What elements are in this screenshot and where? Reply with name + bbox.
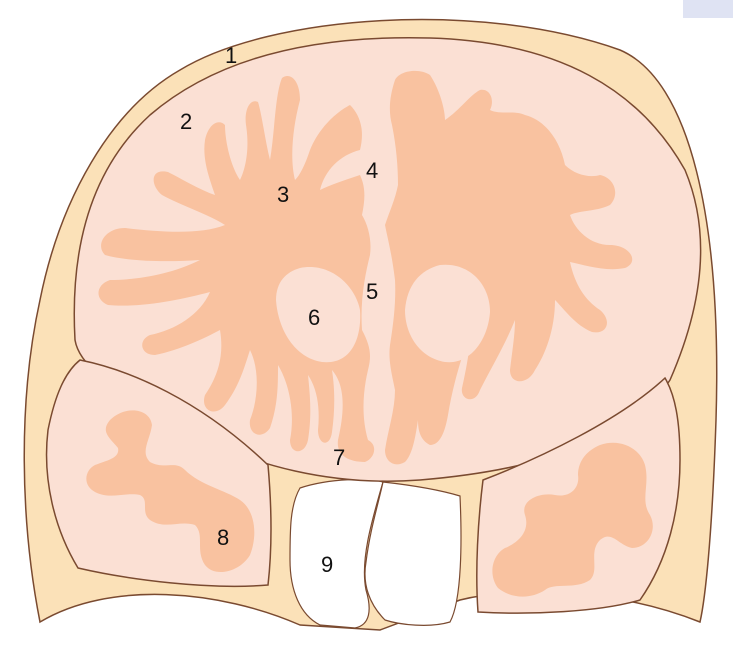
label-2: 2 — [180, 109, 192, 134]
label-6: 6 — [308, 305, 320, 330]
label-5: 5 — [366, 279, 378, 304]
label-1: 1 — [225, 43, 237, 68]
label-9: 9 — [321, 552, 333, 577]
label-8: 8 — [217, 525, 229, 550]
label-7: 7 — [333, 445, 345, 470]
orbit-right — [365, 482, 461, 625]
label-3: 3 — [277, 182, 289, 207]
label-4: 4 — [366, 158, 378, 183]
